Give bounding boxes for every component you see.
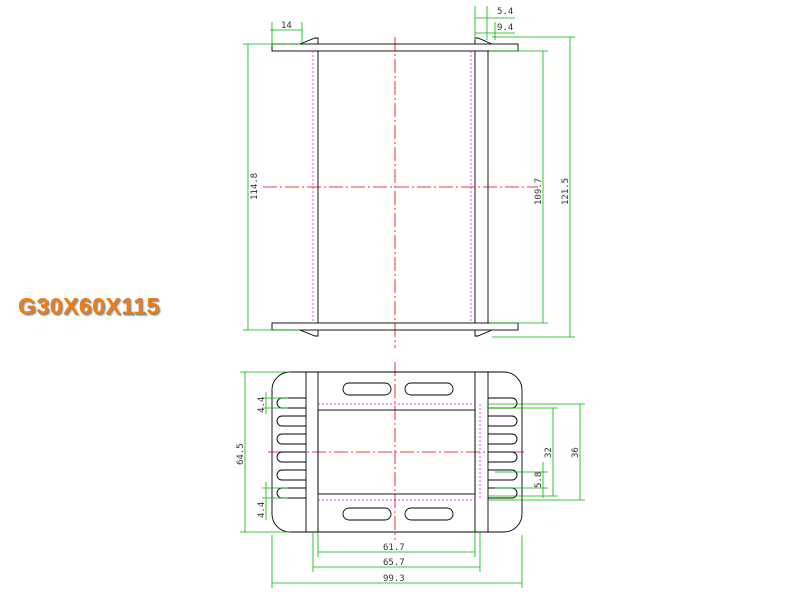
dim-overall-height: 114.8 [243, 43, 300, 331]
pins-left [276, 397, 306, 499]
dim-overall-width: 64.5 [236, 371, 290, 533]
dim-pin-pitch-top: 4.4 [257, 392, 288, 414]
dim-label-109-7: 109.7 [534, 178, 544, 205]
dim-label-114-8: 114.8 [250, 173, 260, 200]
dim-flange-lip: 5.4 9.4 [474, 6, 515, 40]
part-number-title: G30X60X115 [18, 293, 160, 319]
dim-label-4-4-top: 4.4 [257, 397, 267, 413]
pins-right [479, 397, 518, 500]
dim-pin-pitch-bottom: 4.4 [257, 482, 288, 520]
dim-label-32: 32 [544, 447, 554, 458]
dim-label-36: 36 [571, 447, 581, 458]
dim-label-5-8: 5.8 [534, 472, 544, 488]
dim-61-7: 61.7 [317, 532, 476, 557]
top-view: 14 5.4 9.4 114.8 109.7 [243, 6, 575, 348]
dim-32: 32 [488, 407, 558, 497]
dim-outer-height: 121.5 [492, 36, 575, 338]
bobbin-tube [312, 51, 489, 323]
dim-label-4-4-bottom: 4.4 [257, 502, 267, 518]
top-flange [271, 37, 519, 52]
dim-label-61-7: 61.7 [383, 543, 405, 553]
dim-label-9-4: 9.4 [497, 23, 513, 33]
mounting-slots [342, 382, 454, 521]
dim-65-7: 65.7 [312, 532, 481, 572]
bottom-flange [271, 322, 519, 337]
dim-flange-width: 14 [270, 21, 303, 45]
dim-inner-height: 109.7 [490, 50, 548, 324]
dim-label-5-4: 5.4 [497, 7, 513, 17]
bottom-view: 64.5 4.4 4.4 5.8 32 [236, 362, 585, 588]
dim-99-3: 99.3 [271, 535, 523, 588]
dim-label-14: 14 [281, 21, 292, 31]
dim-label-64-5: 64.5 [236, 443, 246, 465]
dim-36: 36 [488, 403, 585, 501]
dim-5-8: 5.8 [495, 462, 548, 498]
dim-label-65-7: 65.7 [383, 558, 405, 568]
dim-label-99-3: 99.3 [383, 574, 405, 584]
dim-label-121-5: 121.5 [561, 178, 571, 205]
